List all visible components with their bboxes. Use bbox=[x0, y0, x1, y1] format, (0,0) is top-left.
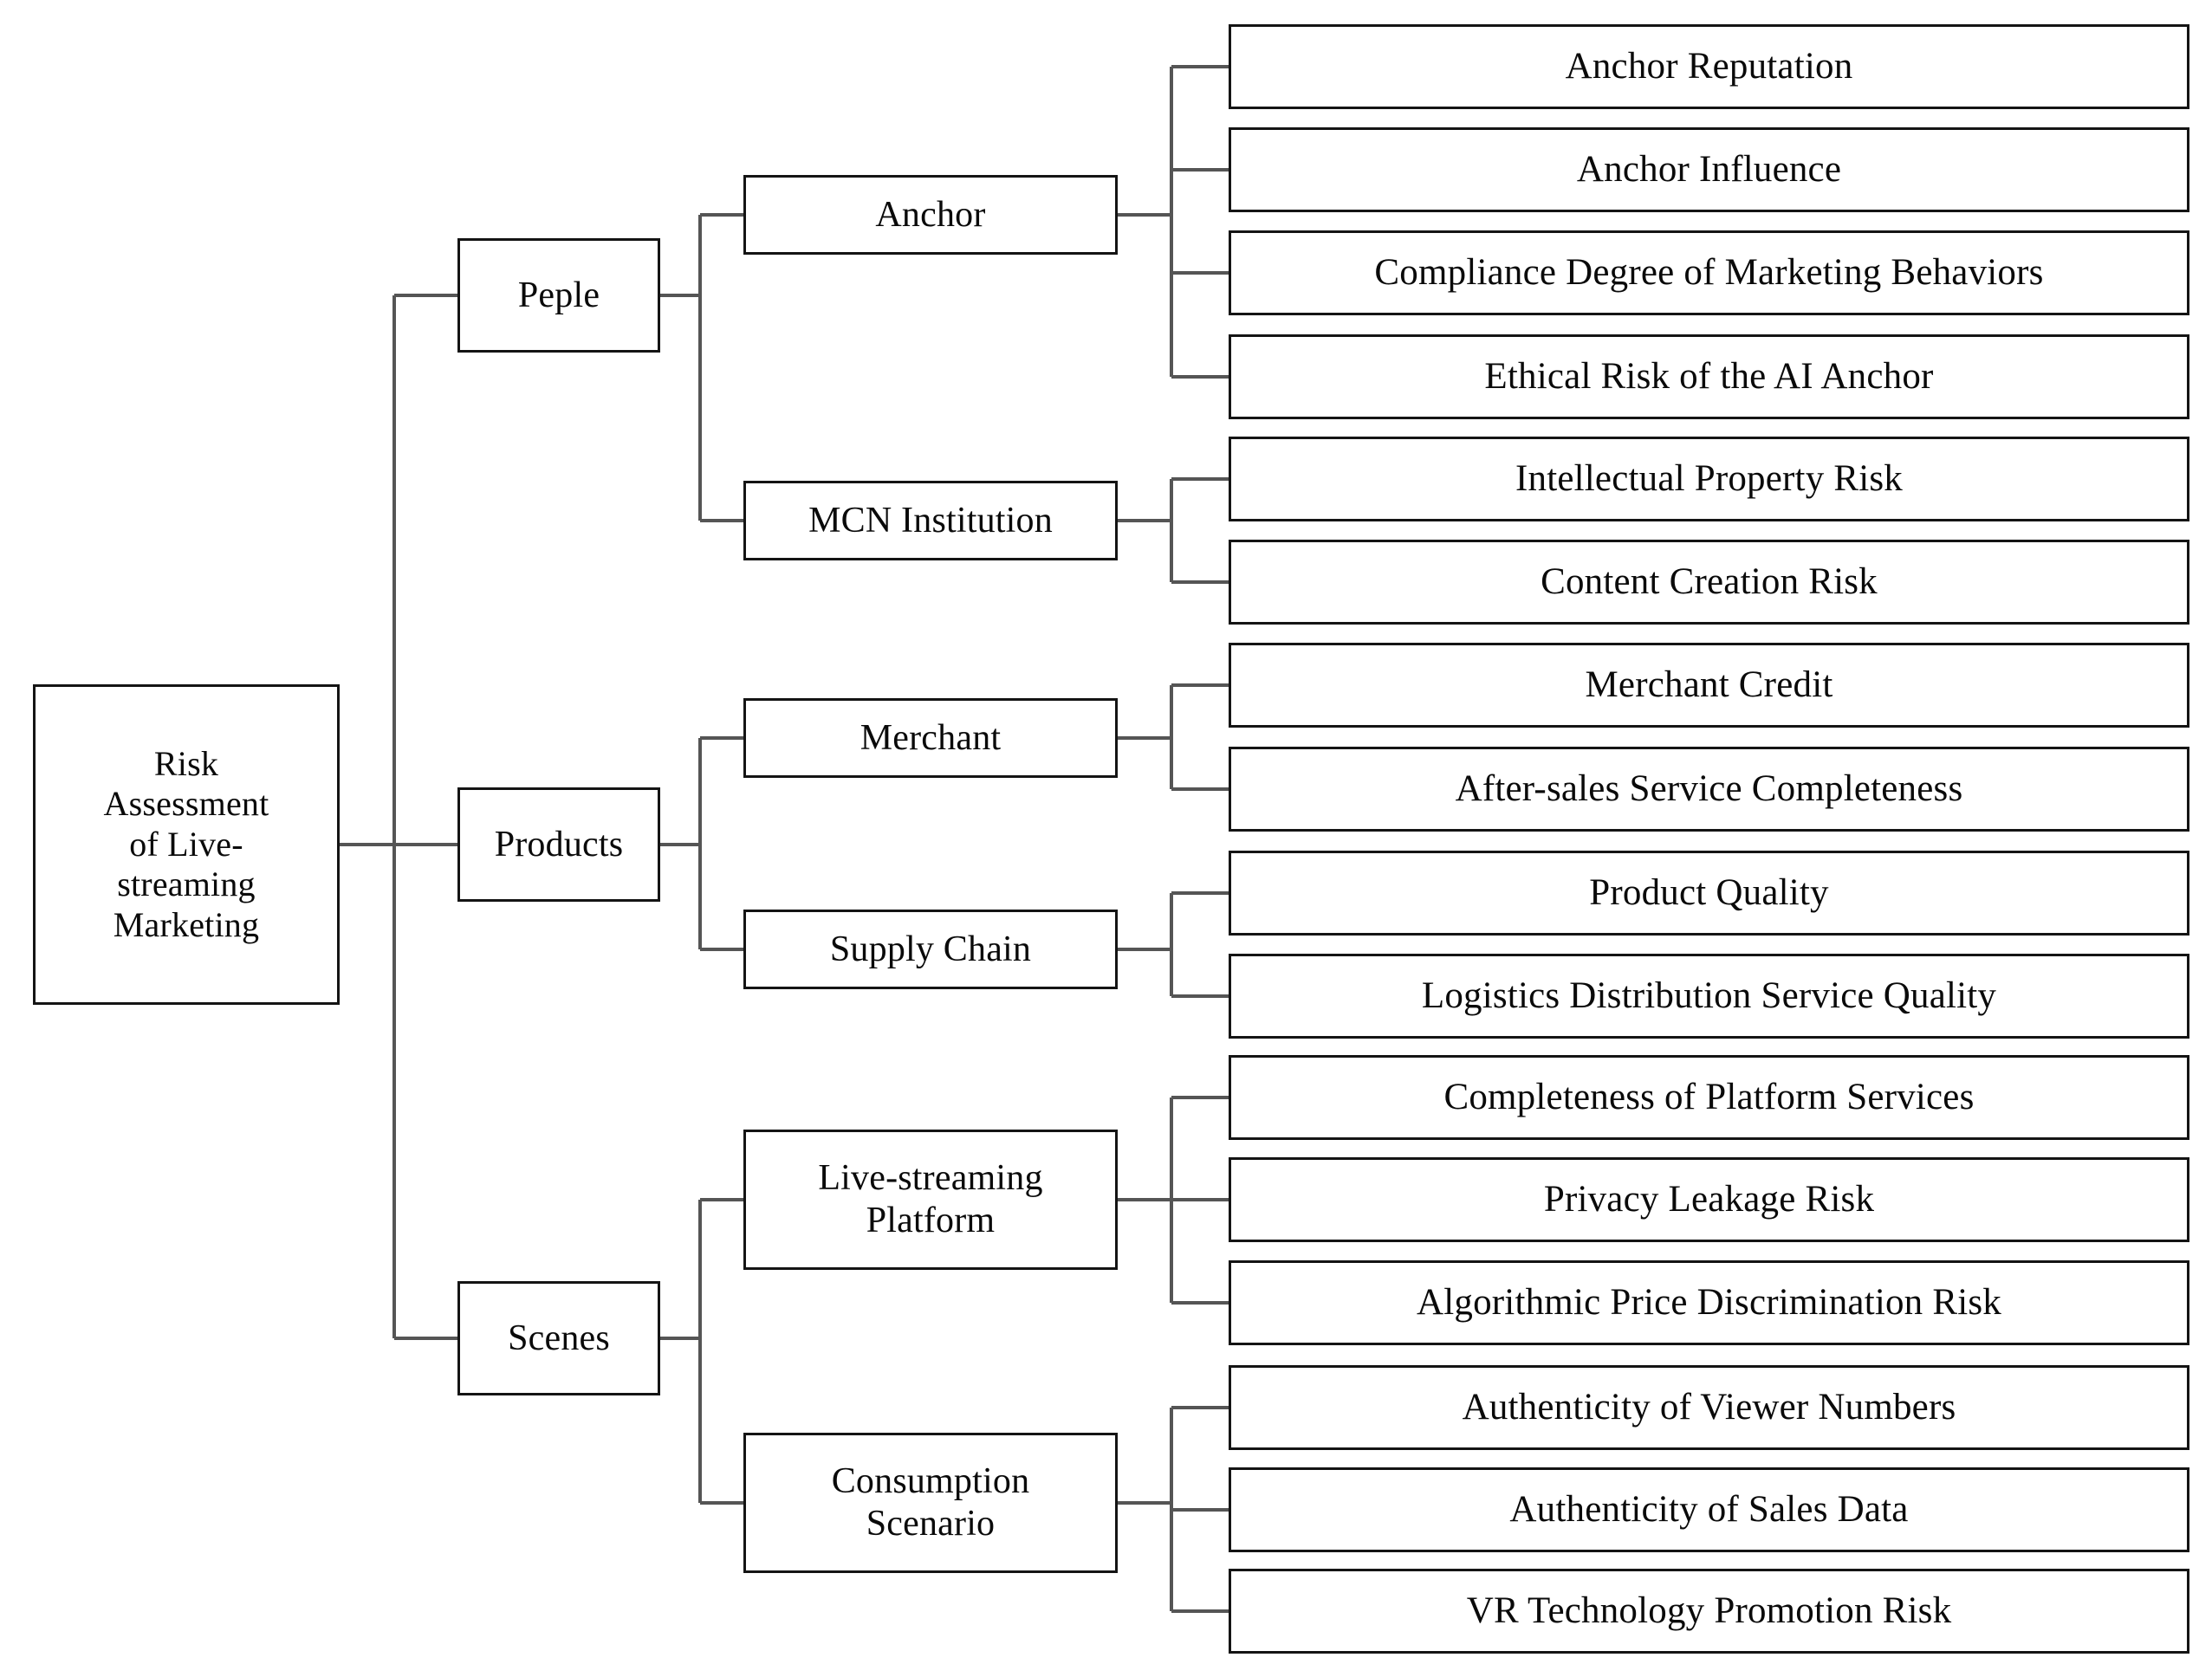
node-leaf-authenticity-of-sales-data[interactable]: Authenticity of Sales Data bbox=[1229, 1467, 2189, 1552]
node-leaf-anchor-influence-label: Anchor Influence bbox=[1576, 149, 1842, 191]
node-leaf-intellectual-property-risk-label: Intellectual Property Risk bbox=[1515, 458, 1904, 500]
node-branch-peple[interactable]: Peple bbox=[457, 238, 660, 353]
node-leaf-authenticity-of-viewer-numbers-label: Authenticity of Viewer Numbers bbox=[1462, 1387, 1956, 1428]
node-leaf-intellectual-property-risk[interactable]: Intellectual Property Risk bbox=[1229, 437, 2189, 521]
node-leaf-compliance-degree-of-marketing-behaviors-label: Compliance Degree of Marketing Behaviors bbox=[1374, 252, 2044, 294]
node-category-anchor[interactable]: Anchor bbox=[743, 175, 1118, 255]
node-category-mcn-institution[interactable]: MCN Institution bbox=[743, 481, 1118, 560]
node-category-consumption-scenario[interactable]: Consumption Scenario bbox=[743, 1433, 1118, 1573]
node-leaf-product-quality[interactable]: Product Quality bbox=[1229, 851, 2189, 936]
node-branch-products-label: Products bbox=[494, 824, 624, 864]
node-leaf-authenticity-of-sales-data-label: Authenticity of Sales Data bbox=[1509, 1489, 1909, 1531]
node-leaf-anchor-reputation-label: Anchor Reputation bbox=[1565, 46, 1853, 87]
node-category-live-streaming-platform[interactable]: Live-streaming Platform bbox=[743, 1130, 1118, 1270]
node-branch-peple-label: Peple bbox=[517, 275, 600, 315]
node-leaf-anchor-reputation[interactable]: Anchor Reputation bbox=[1229, 24, 2189, 109]
node-root[interactable]: Risk Assessment of Live- streaming Marke… bbox=[33, 684, 340, 1005]
node-leaf-vr-technology-promotion-risk[interactable]: VR Technology Promotion Risk bbox=[1229, 1569, 2189, 1654]
node-leaf-privacy-leakage-risk-label: Privacy Leakage Risk bbox=[1543, 1179, 1875, 1220]
node-root-label: Risk Assessment of Live- streaming Marke… bbox=[103, 744, 269, 944]
node-leaf-privacy-leakage-risk[interactable]: Privacy Leakage Risk bbox=[1229, 1157, 2189, 1242]
node-leaf-compliance-degree-of-marketing-behaviors[interactable]: Compliance Degree of Marketing Behaviors bbox=[1229, 230, 2189, 315]
node-leaf-algorithmic-price-discrimination-risk[interactable]: Algorithmic Price Discrimination Risk bbox=[1229, 1260, 2189, 1345]
node-branch-scenes-label: Scenes bbox=[508, 1318, 610, 1358]
node-category-live-streaming-platform-label: Live-streaming Platform bbox=[818, 1158, 1043, 1240]
node-branch-scenes[interactable]: Scenes bbox=[457, 1281, 660, 1395]
node-leaf-logistics-distribution-service-quality[interactable]: Logistics Distribution Service Quality bbox=[1229, 954, 2189, 1039]
node-leaf-product-quality-label: Product Quality bbox=[1589, 872, 1829, 914]
node-category-consumption-scenario-label: Consumption Scenario bbox=[831, 1461, 1030, 1544]
node-category-anchor-label: Anchor bbox=[875, 194, 986, 235]
node-leaf-merchant-credit-label: Merchant Credit bbox=[1585, 664, 1833, 706]
node-leaf-after-sales-service-completeness[interactable]: After-sales Service Completeness bbox=[1229, 747, 2189, 832]
node-leaf-ethical-risk-of-the-ai-anchor-label: Ethical Risk of the AI Anchor bbox=[1484, 356, 1934, 398]
node-leaf-anchor-influence[interactable]: Anchor Influence bbox=[1229, 127, 2189, 212]
node-leaf-content-creation-risk-label: Content Creation Risk bbox=[1541, 561, 1878, 603]
node-category-mcn-institution-label: MCN Institution bbox=[808, 500, 1053, 541]
node-leaf-vr-technology-promotion-risk-label: VR Technology Promotion Risk bbox=[1466, 1590, 1952, 1632]
node-leaf-merchant-credit[interactable]: Merchant Credit bbox=[1229, 643, 2189, 728]
node-leaf-completeness-of-platform-services-label: Completeness of Platform Services bbox=[1443, 1077, 1975, 1118]
node-category-supply-chain[interactable]: Supply Chain bbox=[743, 910, 1118, 989]
node-leaf-content-creation-risk[interactable]: Content Creation Risk bbox=[1229, 540, 2189, 625]
node-category-merchant[interactable]: Merchant bbox=[743, 698, 1118, 778]
node-leaf-logistics-distribution-service-quality-label: Logistics Distribution Service Quality bbox=[1421, 975, 1997, 1017]
node-leaf-completeness-of-platform-services[interactable]: Completeness of Platform Services bbox=[1229, 1055, 2189, 1140]
node-category-merchant-label: Merchant bbox=[860, 717, 1002, 758]
node-leaf-ethical-risk-of-the-ai-anchor[interactable]: Ethical Risk of the AI Anchor bbox=[1229, 334, 2189, 419]
node-branch-products[interactable]: Products bbox=[457, 787, 660, 902]
node-leaf-algorithmic-price-discrimination-risk-label: Algorithmic Price Discrimination Risk bbox=[1416, 1282, 2001, 1324]
node-leaf-authenticity-of-viewer-numbers[interactable]: Authenticity of Viewer Numbers bbox=[1229, 1365, 2189, 1450]
node-category-supply-chain-label: Supply Chain bbox=[829, 929, 1032, 969]
node-leaf-after-sales-service-completeness-label: After-sales Service Completeness bbox=[1455, 768, 1963, 810]
